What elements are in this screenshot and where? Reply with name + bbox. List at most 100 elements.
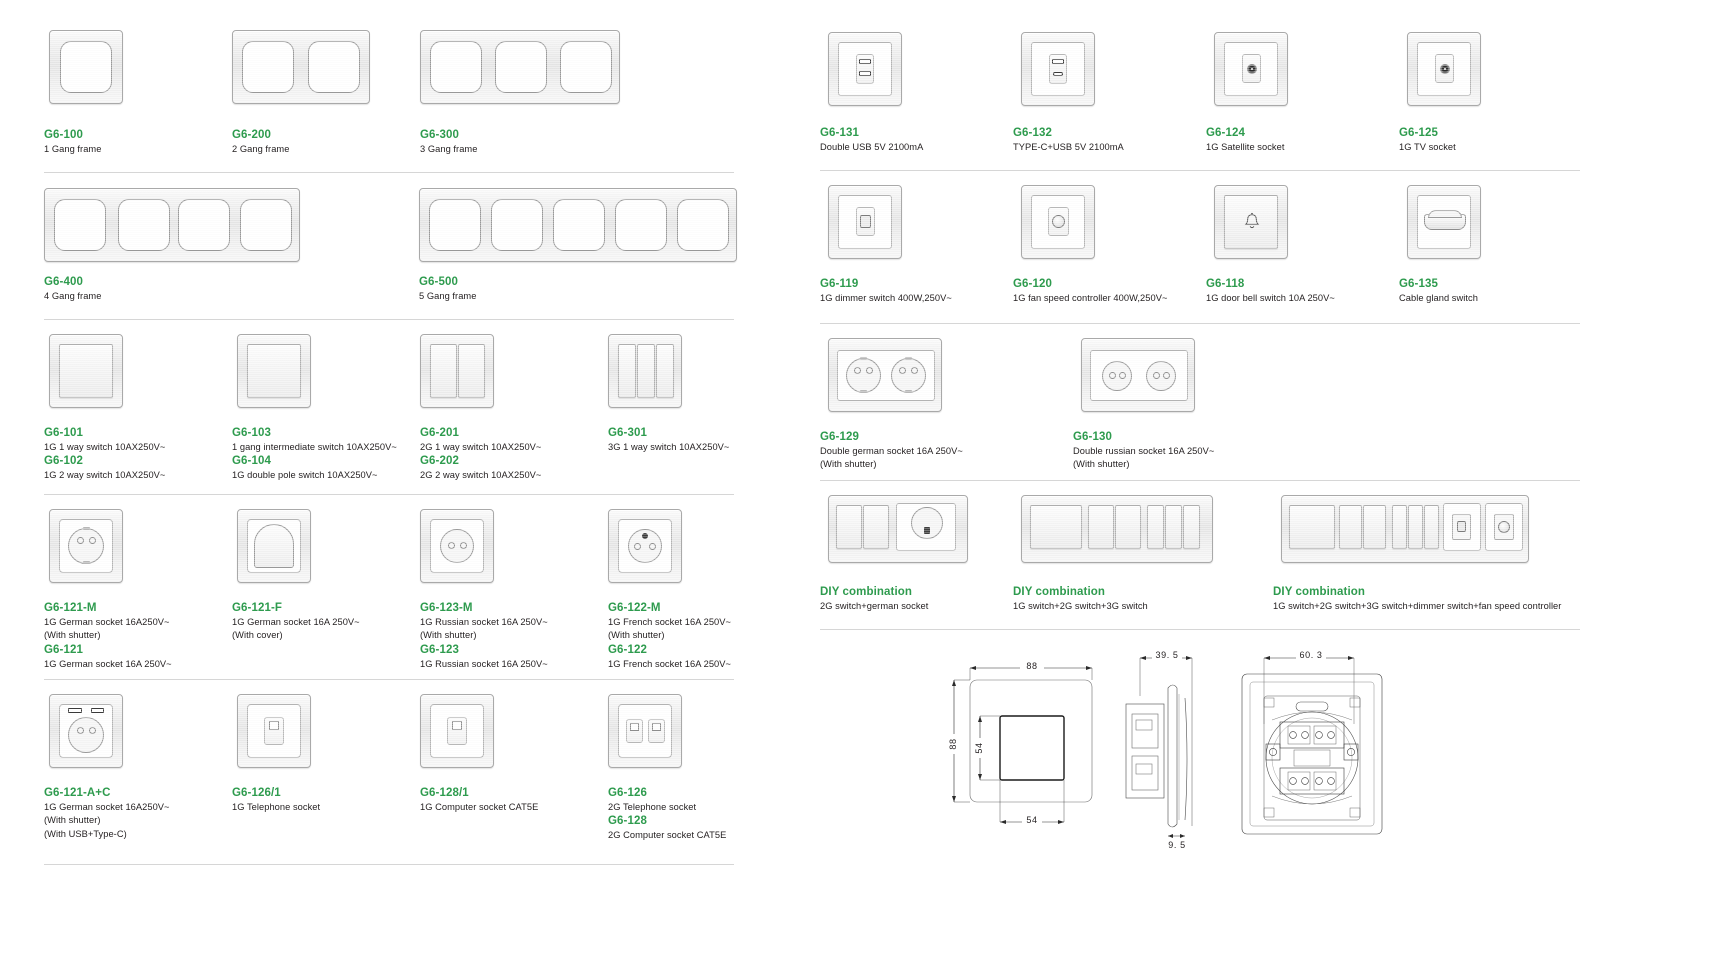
product-labels: G6-103 1 gang intermediate switch 10AX25… [232,420,420,484]
product-cell[interactable] [44,680,232,780]
product-labels: G6-131 Double USB 5V 2100mA [820,120,1013,160]
row-divider [44,319,734,320]
product-cell[interactable] [44,495,232,595]
product-cell[interactable] [608,680,796,780]
product-desc: 2 Gang frame [232,144,290,154]
product-desc: 1G Telephone socket [232,802,321,812]
product-labels: G6-200 2 Gang frame [232,122,420,162]
frame-4-gang-art [44,188,300,262]
product-cell[interactable] [420,495,608,595]
product-desc: 2G Telephone socket [608,802,697,812]
product-code: G6-202 [420,455,459,468]
product-labels: G6-124 1G Satellite socket [1206,120,1399,160]
product-code: G6-123 [420,643,459,656]
product-labels: G6-135 Cable gland switch [1399,271,1589,313]
product-labels: G6-123-M 1G Russian socket 16A 250V~ (Wi… [420,595,608,671]
product-code: G6-121 [44,643,83,656]
product-code: G6-500 [419,276,458,288]
row-divider [44,172,734,173]
product-code: G6-118 [1206,278,1245,290]
product-row-sockets: G6-121-M 1G German socket 16A250V~ (With… [44,495,820,680]
product-cell[interactable] [419,173,749,269]
product-cell[interactable] [1206,18,1399,120]
product-labels: G6-132 TYPE-C+USB 5V 2100mA [1013,120,1206,160]
product-desc: 1G Computer socket CAT5E [420,802,539,812]
double-russian-socket-art [1081,338,1195,412]
product-code: G6-300 [420,129,459,141]
product-labels: G6-201 2G 1 way switch 10AX250V~ G6-202 … [420,420,608,484]
product-code: G6-129 [820,431,859,443]
product-desc: 1G dimmer switch 400W,250V~ [820,293,952,303]
product-row-diy: DIY combination 2G switch+german socket … [820,481,1680,630]
product-cell[interactable] [420,680,608,780]
left-column: G6-100 1 Gang frame G6-200 2 Gang frame … [0,0,820,958]
side-depth-dim: 39. 5 [1155,650,1178,660]
product-cell[interactable] [1399,171,1589,271]
front-inner-width-dim: 54 [1026,815,1037,825]
product-cell[interactable] [232,495,420,595]
product-cell[interactable] [820,171,1013,271]
product-code: G6-128/1 [420,787,469,799]
front-width-dim: 88 [1026,661,1037,671]
bell-icon [1244,212,1260,229]
computer-socket-1g-art [420,694,494,768]
dimmer-switch-art [828,185,902,259]
product-cell[interactable] [820,481,1013,579]
product-desc: Double USB 5V 2100mA [820,142,924,152]
rear-view-drawing: 60. 3 [1241,650,1383,835]
product-code: G6-201 [420,427,459,439]
telephone-socket-1g-art [237,694,311,768]
product-cell[interactable] [1013,481,1273,579]
russian-socket-art [420,509,494,583]
product-cell[interactable] [1013,18,1206,120]
product-code: G6-128 [608,815,647,828]
row-divider [44,864,734,865]
side-protrusion-dim: 9. 5 [1168,840,1185,850]
product-code: G6-132 [1013,127,1052,139]
switch-3-gang-art [608,334,682,408]
dimension-drawings: 88 88 54 54 [820,636,1680,851]
product-row-dimmer-fan: G6-119 1G dimmer switch 400W,250V~ G6-12… [820,171,1680,324]
product-cell[interactable] [420,320,608,420]
product-desc: 1G fan speed controller 400W,250V~ [1013,293,1168,303]
usb-double-art [828,32,902,106]
switch-intermediate-art [237,334,311,408]
product-cell[interactable] [608,320,796,420]
product-cell[interactable] [232,18,420,122]
product-cell[interactable] [44,18,232,122]
product-cell[interactable] [608,495,796,595]
product-desc: 1 Gang frame [44,144,102,154]
product-cell[interactable] [1013,171,1206,271]
product-labels: G6-121-F 1G German socket 16A 250V~ (Wit… [232,595,420,671]
product-code: G6-135 [1399,278,1438,290]
product-cell[interactable] [1399,18,1589,120]
product-desc: 3G 1 way switch 10AX250V~ [608,442,730,452]
product-cell[interactable] [1273,481,1573,579]
product-cell[interactable] [420,18,720,122]
rear-mounting-dim: 60. 3 [1299,650,1322,660]
product-desc: 1G TV socket [1399,142,1456,152]
product-desc: Cable gland switch [1399,293,1478,303]
french-socket-art [608,509,682,583]
product-desc: 5 Gang frame [419,291,477,301]
product-cell[interactable] [232,320,420,420]
product-cell[interactable] [232,680,420,780]
door-bell-switch-art [1214,185,1288,259]
diy-3gang-art [1021,495,1213,563]
product-row-usb-av: G6-131 Double USB 5V 2100mA G6-132 TYPE-… [820,18,1680,171]
product-cell[interactable] [1073,324,1266,424]
german-socket-art [49,509,123,583]
product-cell[interactable] [820,18,1013,120]
usb-typec-art [1021,32,1095,106]
product-cell[interactable] [44,320,232,420]
product-cell[interactable] [820,324,1013,424]
frame-5-gang-art [419,188,737,262]
product-desc: 1 gang intermediate switch 10AX250V~ [232,442,397,452]
product-desc: 1G French socket 16A 250V~ (With shutter… [608,617,732,641]
product-row-data-sockets: G6-121-A+C 1G German socket 16A250V~ (Wi… [44,680,820,865]
product-desc: 1G Satellite socket [1206,142,1285,152]
product-cell[interactable] [1206,171,1399,271]
product-code: G6-121-M [44,602,97,614]
product-cell[interactable] [44,173,419,269]
